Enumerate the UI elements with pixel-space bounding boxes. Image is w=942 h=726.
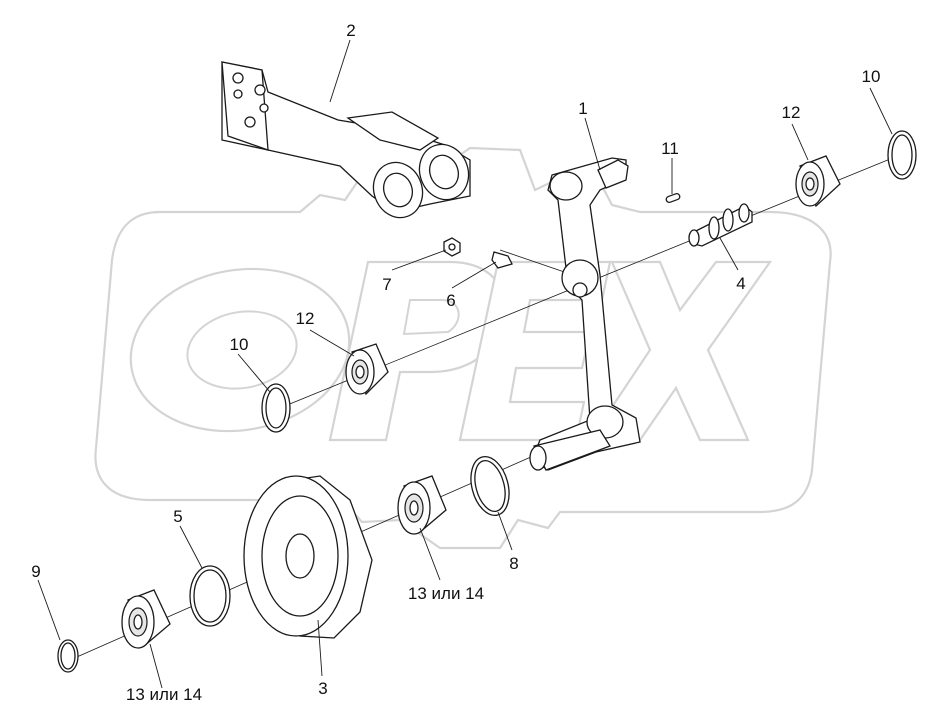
- callout-12-lower: 12: [296, 309, 315, 328]
- watermark: [94, 146, 832, 550]
- part-3-pulley: [243, 475, 373, 639]
- callout-labels: 2 1 11 10 12 4 7 6 12 10 8 13 или 14 5 9…: [31, 21, 880, 704]
- part-11-pin: [665, 192, 681, 204]
- callout-9: 9: [31, 562, 40, 581]
- callout-4: 4: [736, 274, 745, 293]
- callout-7: 7: [382, 275, 391, 294]
- leader-lines: [37, 39, 893, 689]
- callout-13-left: 13 или 14: [126, 685, 202, 704]
- callout-10-lower: 10: [230, 335, 249, 354]
- callout-3: 3: [318, 679, 327, 698]
- part-1-lever: [529, 157, 641, 471]
- callout-10-upper: 10: [862, 67, 881, 86]
- part-12-bearing-upper: [795, 155, 841, 208]
- part-8-snap-ring: [470, 456, 510, 516]
- callout-13-right: 13 или 14: [408, 584, 484, 603]
- callout-6: 6: [446, 291, 455, 310]
- watermark-letters: [129, 260, 773, 442]
- callout-1: 1: [578, 99, 587, 118]
- part-13-bearing-right: [397, 475, 447, 535]
- part-4-axle: [688, 203, 753, 247]
- callout-5: 5: [173, 507, 182, 526]
- callout-12-upper: 12: [782, 103, 801, 122]
- part-9-circlip: [57, 639, 79, 673]
- callout-11: 11: [661, 139, 679, 158]
- part-10-circlip-lower: [261, 383, 291, 433]
- part-2-bracket: [221, 61, 471, 219]
- part-5-ring: [189, 565, 231, 627]
- part-7-nut: [443, 237, 461, 257]
- callout-8: 8: [509, 554, 518, 573]
- part-6-fitting: [491, 251, 513, 269]
- part-13-bearing-left: [121, 589, 171, 649]
- callout-2: 2: [346, 21, 355, 40]
- part-12-bearing-lower: [345, 343, 389, 396]
- part-10-circlip-upper: [887, 130, 917, 180]
